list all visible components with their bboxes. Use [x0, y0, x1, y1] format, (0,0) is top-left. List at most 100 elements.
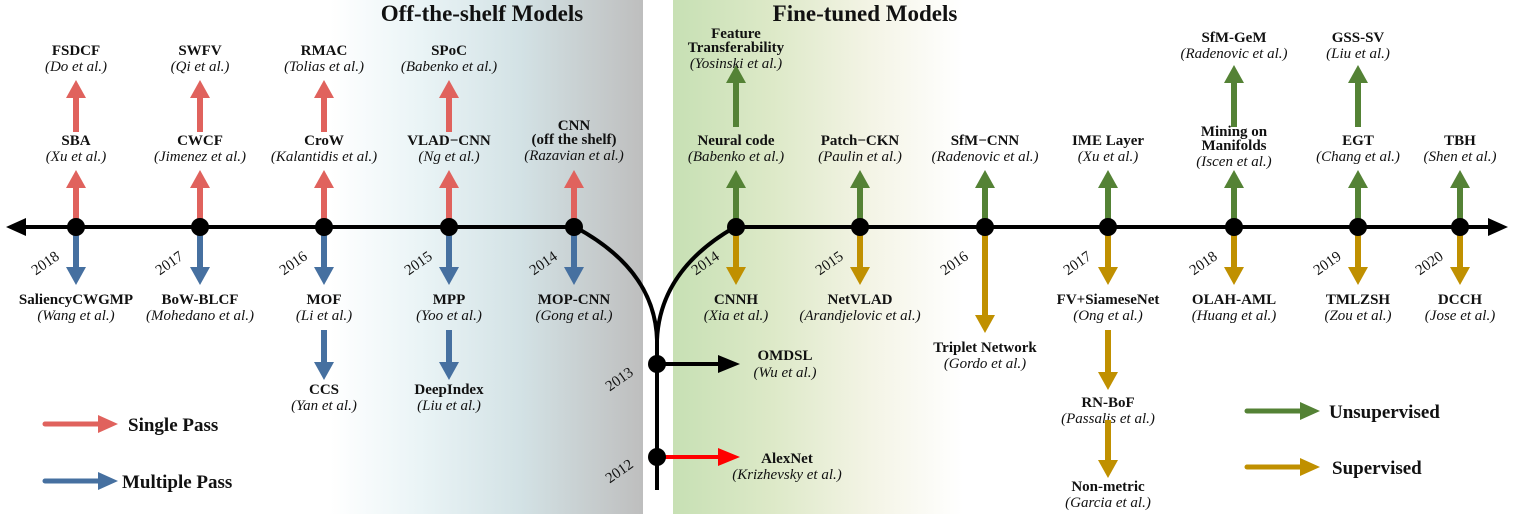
item-author-omdsl: (Wu et al.) — [754, 365, 817, 381]
year-label-2013: 2013 — [603, 365, 637, 395]
item-name-egt: EGT — [1342, 133, 1374, 149]
item-author: (Tolias et al.) — [284, 59, 364, 75]
legend-unsupervised: Unsupervised — [1244, 402, 1440, 423]
year-node-2019 — [1349, 218, 1367, 236]
item-name-bow-blcf: BoW-BLCF — [162, 292, 239, 308]
item-author: (Zou et al.) — [1324, 308, 1391, 324]
year-node-2018 — [1225, 218, 1243, 236]
arrow-down-icon — [66, 267, 86, 285]
arrow-down-icon — [439, 362, 459, 380]
year-node-2015 — [851, 218, 869, 236]
item-name-mpp: MPP — [433, 292, 465, 308]
item-name-fv-siamesenet: FV+SiameseNet — [1057, 292, 1160, 308]
off-the-shelf-column-2017: CWCF(Jimenez et al.)SWFV(Qi et al.)BoW-B… — [146, 43, 254, 324]
arrow-up-icon — [1224, 170, 1244, 188]
item-name-mop-cnn: MOP-CNN — [538, 292, 611, 308]
legend-label-multiple-pass: Multiple Pass — [122, 472, 232, 493]
year-node-2015 — [440, 218, 458, 236]
arrow-right-icon — [98, 415, 118, 433]
item-author: (Kalantidis et al.) — [271, 149, 377, 165]
item-name-spoc: SPoC — [431, 43, 467, 59]
item-author: (Gong et al.) — [535, 308, 612, 324]
item-author: (Paulin et al.) — [818, 149, 902, 165]
arrow-down-icon — [1450, 267, 1470, 285]
fine-tuned-column-2020: TBH(Shen et al.)DCCH(Jose et al.) — [1424, 133, 1497, 324]
year-label-2017: 2017 — [1061, 248, 1095, 279]
year-node-2020 — [1451, 218, 1469, 236]
fine-tuned-column-2014: Neural code(Babenko et al.)FeatureTransf… — [688, 26, 785, 324]
year-label-2019: 2019 — [1311, 249, 1345, 279]
arrow-down-icon — [850, 267, 870, 285]
arrow-down-icon — [1224, 267, 1244, 285]
item-name-neural-code: Neural code — [697, 133, 774, 149]
item-author: (Do et al.) — [45, 59, 107, 75]
off-the-shelf-column-2014: CNN(off the shelf)(Razavian et al.)MOP-C… — [524, 118, 624, 324]
fine-tuned-background — [673, 0, 1514, 514]
year-label-2017: 2017 — [153, 248, 187, 279]
year-node-2014 — [727, 218, 745, 236]
left-branch-curve — [574, 225, 659, 341]
arrow-down-icon — [314, 362, 334, 380]
arrow-up-icon — [66, 170, 86, 188]
item-name-swfv: SWFV — [178, 43, 222, 59]
year-label-2014: 2014 — [689, 248, 723, 279]
item-name-cnn: CNN — [558, 118, 591, 134]
arrow-up-icon — [726, 170, 746, 188]
year-node-2014 — [565, 218, 583, 236]
item-name-saliencycwgmp: SaliencyCWGMP — [19, 292, 133, 308]
item-name-dcch: DCCH — [1438, 292, 1482, 308]
arrow-up-icon — [66, 80, 86, 98]
year-node-2012 — [648, 448, 666, 466]
legend-label-single-pass: Single Pass — [128, 415, 218, 436]
arrow-down-icon — [1098, 372, 1118, 390]
item-author: (Garcia et al.) — [1065, 495, 1151, 511]
year-label-2018: 2018 — [29, 249, 63, 279]
item-author: (Yoo et al.) — [416, 308, 482, 324]
item-author: (Mohedano et al.) — [146, 308, 254, 324]
off-the-shelf-column-2015: VLAD−CNN(Ng et al.)SPoC(Babenko et al.)M… — [401, 43, 497, 414]
legend-label-supervised: Supervised — [1332, 458, 1422, 479]
arrow-up-icon — [439, 170, 459, 188]
arrow-right-icon — [718, 355, 740, 373]
item-name-line2: Manifolds — [1201, 138, 1266, 154]
item-author: (Yan et al.) — [291, 398, 357, 414]
item-author: (Arandjelovic et al.) — [799, 308, 920, 324]
item-name-patch-ckn: Patch−CKN — [821, 133, 900, 149]
year-node-2016 — [976, 218, 994, 236]
item-name-cwcf: CWCF — [177, 133, 223, 149]
item-author: (Liu et al.) — [1326, 46, 1390, 62]
item-name-cnnh: CNNH — [714, 292, 758, 308]
arrow-down-icon — [1348, 267, 1368, 285]
item-name-feature: Feature — [711, 26, 761, 42]
item-name-triplet-network: Triplet Network — [933, 340, 1037, 356]
year-label-2020: 2020 — [1413, 249, 1447, 279]
arrow-right-icon — [718, 448, 740, 466]
item-name-ime-layer: IME Layer — [1072, 133, 1144, 149]
arrow-down-icon — [1098, 267, 1118, 285]
year-node-2018 — [67, 218, 85, 236]
arrow-down-icon — [314, 267, 334, 285]
root-branch-2012: AlexNet (Krizhevsky et al.) 2012 — [603, 448, 842, 487]
item-author: (Shen et al.) — [1424, 149, 1497, 165]
year-node-2016 — [315, 218, 333, 236]
arrow-up-icon — [564, 170, 584, 188]
item-name-mof: MOF — [307, 292, 342, 308]
arrow-up-icon — [1450, 170, 1470, 188]
item-author: (Ng et al.) — [418, 149, 479, 165]
item-name-tmlzsh: TMLZSH — [1326, 292, 1391, 308]
year-label-2018: 2018 — [1187, 249, 1221, 279]
arrow-up-icon — [1098, 170, 1118, 188]
item-name-line2: (off the shelf) — [532, 132, 617, 148]
item-author: (Gordo et al.) — [944, 356, 1026, 372]
item-name-rmac: RMAC — [301, 43, 348, 59]
item-name-mining-on: Mining on — [1201, 124, 1268, 140]
item-name-fsdcf: FSDCF — [52, 43, 100, 59]
off-the-shelf-column-2016: CroW(Kalantidis et al.)RMAC(Tolias et al… — [271, 43, 377, 414]
item-name-ccs: CCS — [309, 382, 339, 398]
item-name-vlad-cnn: VLAD−CNN — [407, 133, 491, 149]
item-name-alexnet: AlexNet — [761, 451, 813, 467]
item-name-deepindex: DeepIndex — [414, 382, 484, 398]
arrow-down-icon — [439, 267, 459, 285]
arrow-up-icon — [314, 170, 334, 188]
